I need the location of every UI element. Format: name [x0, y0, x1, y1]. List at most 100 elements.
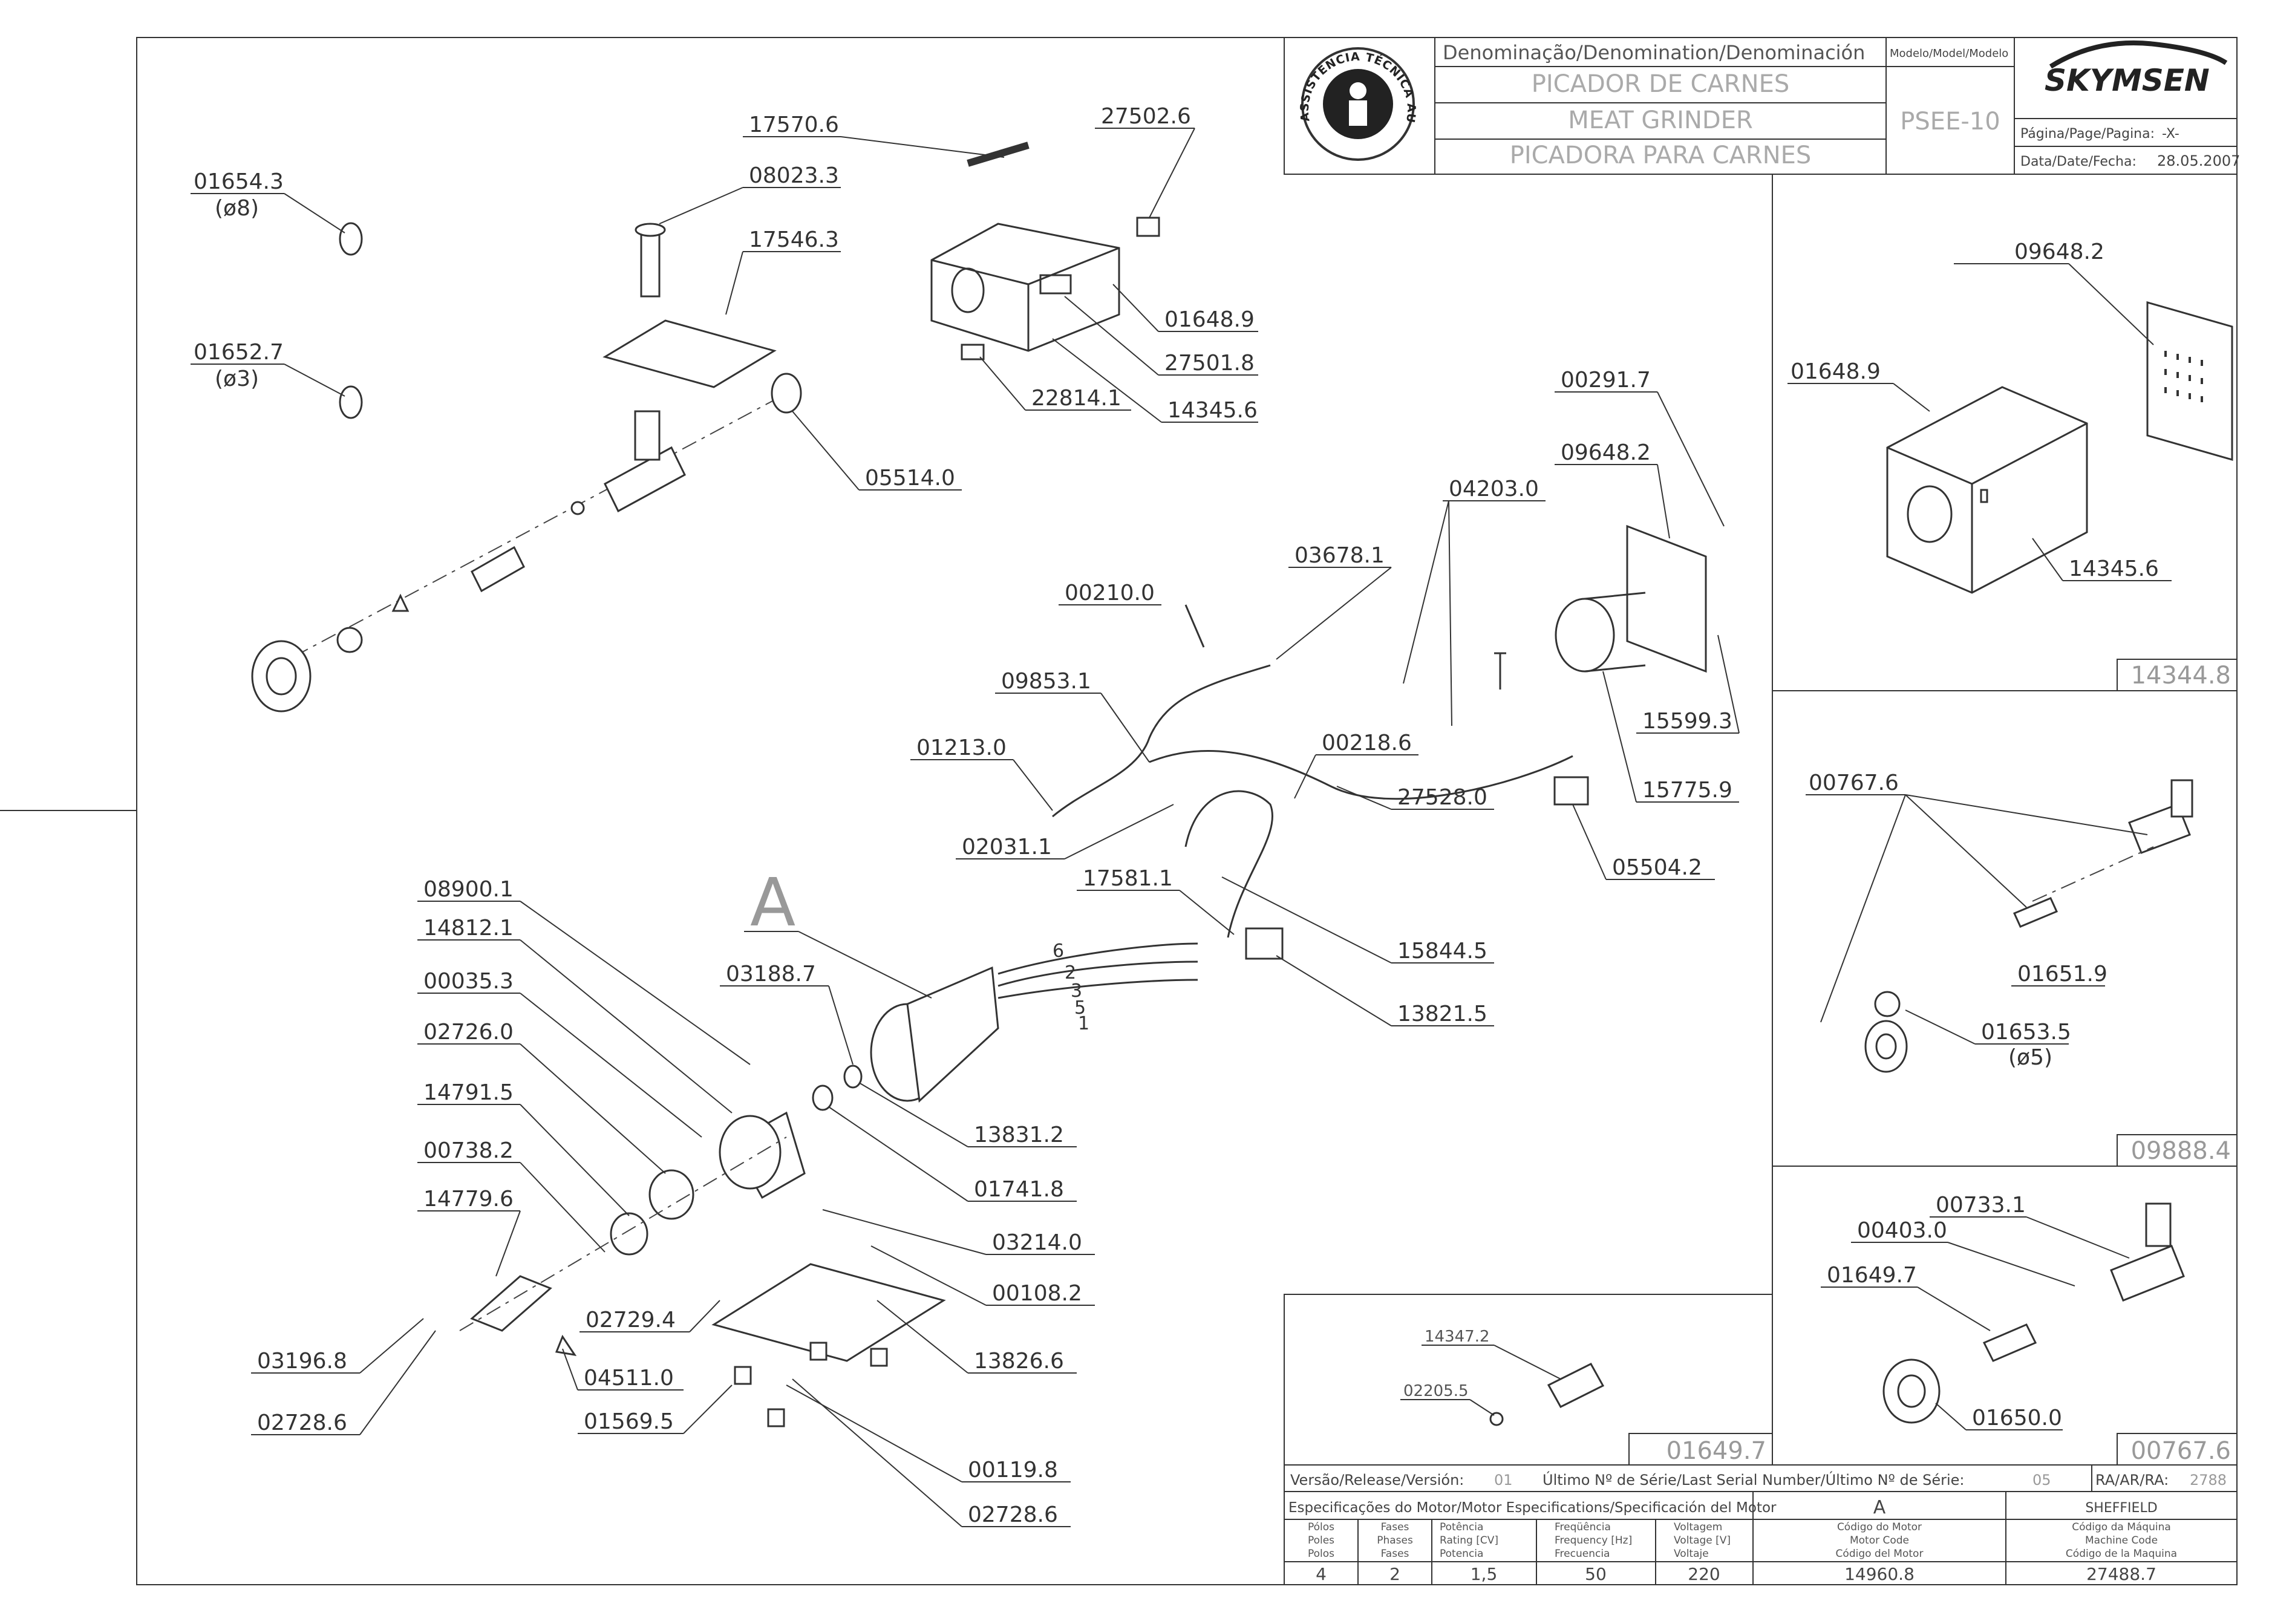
value-freq: 50 — [1585, 1564, 1607, 1584]
model-header: Modelo/Model/Modelo — [1890, 47, 2008, 60]
authorized-service-seal: ASSISTÊNCIA TÉCNICA AUTORIZADA — [0, 0, 1417, 161]
callout-01648-9: 01648.9 — [1164, 307, 1255, 332]
plate-8mm — [339, 222, 363, 256]
ring-nut — [251, 640, 312, 713]
plate-disc — [336, 627, 363, 653]
callout-04203-0: 04203.0 — [1449, 477, 1539, 501]
callout-00403-0: 00403.0 — [1857, 1218, 1947, 1243]
page-label: Página/Page/Pagina: — [2020, 126, 2155, 142]
value-phases: 2 — [1389, 1564, 1400, 1584]
callout-03196-8: 03196.8 — [257, 1349, 347, 1374]
callout-03678-1: 03678.1 — [1294, 543, 1385, 568]
callout-17570-6: 17570.6 — [749, 113, 839, 137]
callout-01741-8: 01741.8 — [974, 1177, 1064, 1202]
drawing-border — [136, 37, 2238, 1585]
detail-body: 00733.1 00403.0 01649.7 01650.0 00767.6 — [1821, 1193, 2231, 1465]
value-machine-code: 27488.7 — [2086, 1564, 2156, 1584]
fan-ring — [1555, 598, 1615, 673]
col-phases-en: Phases — [1377, 1534, 1413, 1547]
callout-08023-3: 08023.3 — [749, 163, 839, 188]
col-poles-en: Poles — [1308, 1534, 1334, 1547]
callout-13831-2: 13831.2 — [974, 1123, 1064, 1147]
callout-13826-6: 13826.6 — [974, 1349, 1064, 1374]
main-callouts: 01654.3 (ø8) 01652.7 (ø3) 08023.3 17546.… — [191, 104, 1740, 1527]
callout-14779-6: 14779.6 — [423, 1187, 514, 1211]
detail-housing: 09648.2 01648.9 14345.6 14344.8 — [1787, 240, 2233, 690]
product-name-en: MEAT GRINDER — [1568, 106, 1753, 134]
motor-housing — [930, 223, 1120, 352]
panel-code-01649-7: 01649.7 — [1667, 1437, 1766, 1465]
callout-01649-7: 01649.7 — [1827, 1263, 1917, 1288]
wire-label-6: 6 — [1053, 941, 1064, 962]
value-volt: 220 — [1688, 1564, 1720, 1584]
col-volt-en: Voltage [V] — [1674, 1534, 1731, 1547]
detail-worm: 14347.2 02205.5 01649.7 — [1400, 1328, 1766, 1465]
callout-15775-9: 15775.9 — [1642, 778, 1732, 803]
col-freq-es: Frecuencia — [1555, 1548, 1610, 1560]
knife — [391, 593, 410, 612]
ra-label: RA/AR/RA: — [2095, 1472, 2169, 1489]
callout-01650-0: 01650.0 — [1972, 1406, 2062, 1430]
worm-screw — [471, 546, 525, 593]
callout-27502-6: 27502.6 — [1101, 104, 1191, 129]
wire-label-1: 1 — [1078, 1013, 1089, 1034]
callout-00210-0: 00210.0 — [1065, 581, 1155, 605]
col-machine-code-es: Código de la Maquina — [2066, 1548, 2177, 1560]
callout-00218-6: 00218.6 — [1322, 731, 1412, 755]
callout-05504-2: 05504.2 — [1612, 855, 1702, 880]
value-motor-code: 14960.8 — [1844, 1564, 1915, 1584]
callout-01654-3: 01654.3 — [194, 169, 284, 194]
motor-name: SHEFFIELD — [2085, 1501, 2157, 1516]
callout-01651-9: 01651.9 — [2017, 962, 2107, 986]
main-exploded-parts — [251, 142, 1707, 1427]
callout-27501-8: 27501.8 — [1164, 351, 1255, 376]
callout-01654-3-dim: (ø8) — [215, 196, 259, 221]
callout-02728-6-b: 02728.6 — [968, 1502, 1058, 1527]
callout-01569-5: 01569.5 — [584, 1409, 674, 1434]
base-plate — [711, 1263, 946, 1362]
col-poles-es: Polos — [1308, 1548, 1334, 1560]
version-label: Versão/Release/Versión: — [1290, 1472, 1464, 1489]
model-value: PSEE-10 — [1900, 108, 2000, 135]
callout-14791-5: 14791.5 — [423, 1080, 514, 1105]
vent-grid — [2164, 351, 2203, 402]
panel-code-09888-4: 09888.4 — [2131, 1137, 2231, 1165]
ra-value: 2788 — [2190, 1472, 2227, 1489]
col-power-pt: Potência — [1440, 1521, 1483, 1533]
callout-01653-5-dim: (ø5) — [2008, 1045, 2052, 1070]
callout-15844-5: 15844.5 — [1397, 939, 1487, 964]
callout-17546-3: 17546.3 — [749, 227, 839, 252]
rear-panel — [1626, 524, 1707, 673]
callout-00733-1: 00733.1 — [1936, 1193, 2026, 1218]
motor-spec-header: Especificações do Motor/Motor Especifica… — [1288, 1500, 1777, 1516]
denomination-header: Denominação/Denomination/Denominación — [1443, 41, 1865, 64]
callout-01653-5: 01653.5 — [1981, 1020, 2071, 1045]
callout-00108-2: 00108.2 — [992, 1281, 1082, 1306]
skymsen-logo: SKYMSEN — [2045, 40, 2228, 98]
wire-label-3: 3 — [1071, 980, 1082, 1002]
col-volt-es: Voltaje — [1674, 1548, 1709, 1560]
plate-3mm — [339, 385, 363, 419]
col-motor-code-es: Código del Motor — [1836, 1548, 1924, 1560]
gear-small — [610, 1212, 648, 1256]
serial-value: 05 — [2032, 1472, 2051, 1489]
callout-03188-7: 03188.7 — [726, 962, 816, 986]
callout-09853-1: 09853.1 — [1001, 669, 1091, 694]
value-poles: 4 — [1316, 1564, 1327, 1584]
seal-text: ASSISTÊNCIA TÉCNICA AUTORIZADA — [0, 0, 1417, 124]
version-value: 01 — [1494, 1472, 1513, 1489]
motor-letter-a: A — [750, 864, 795, 941]
callout-00291-7: 00291.7 — [1561, 368, 1651, 393]
callout-00035-3: 00035.3 — [423, 969, 514, 994]
callout-00767-6: 00767.6 — [1809, 771, 1899, 795]
wire-label-5: 5 — [1074, 997, 1086, 1019]
callout-00119-8: 00119.8 — [968, 1458, 1058, 1482]
col-freq-en: Frequency [Hz] — [1555, 1534, 1632, 1547]
date-value: 28.05.2007 — [2157, 152, 2240, 169]
panel-code-00767-6: 00767.6 — [2131, 1437, 2231, 1465]
callout-15599-3: 15599.3 — [1642, 709, 1732, 734]
value-power: 1,5 — [1471, 1564, 1498, 1584]
callout-01648-9-detail: 01648.9 — [1791, 359, 1881, 384]
